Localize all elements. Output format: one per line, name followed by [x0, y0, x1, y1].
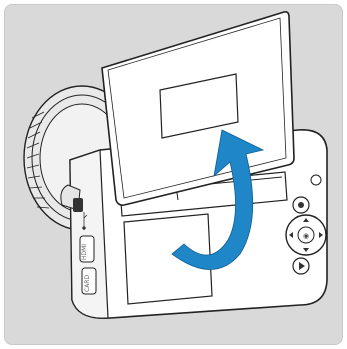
- svg-text:◉: ◉: [303, 232, 309, 240]
- hdmi-label: HDMI: [81, 244, 88, 260]
- card-label: CARD: [84, 275, 91, 292]
